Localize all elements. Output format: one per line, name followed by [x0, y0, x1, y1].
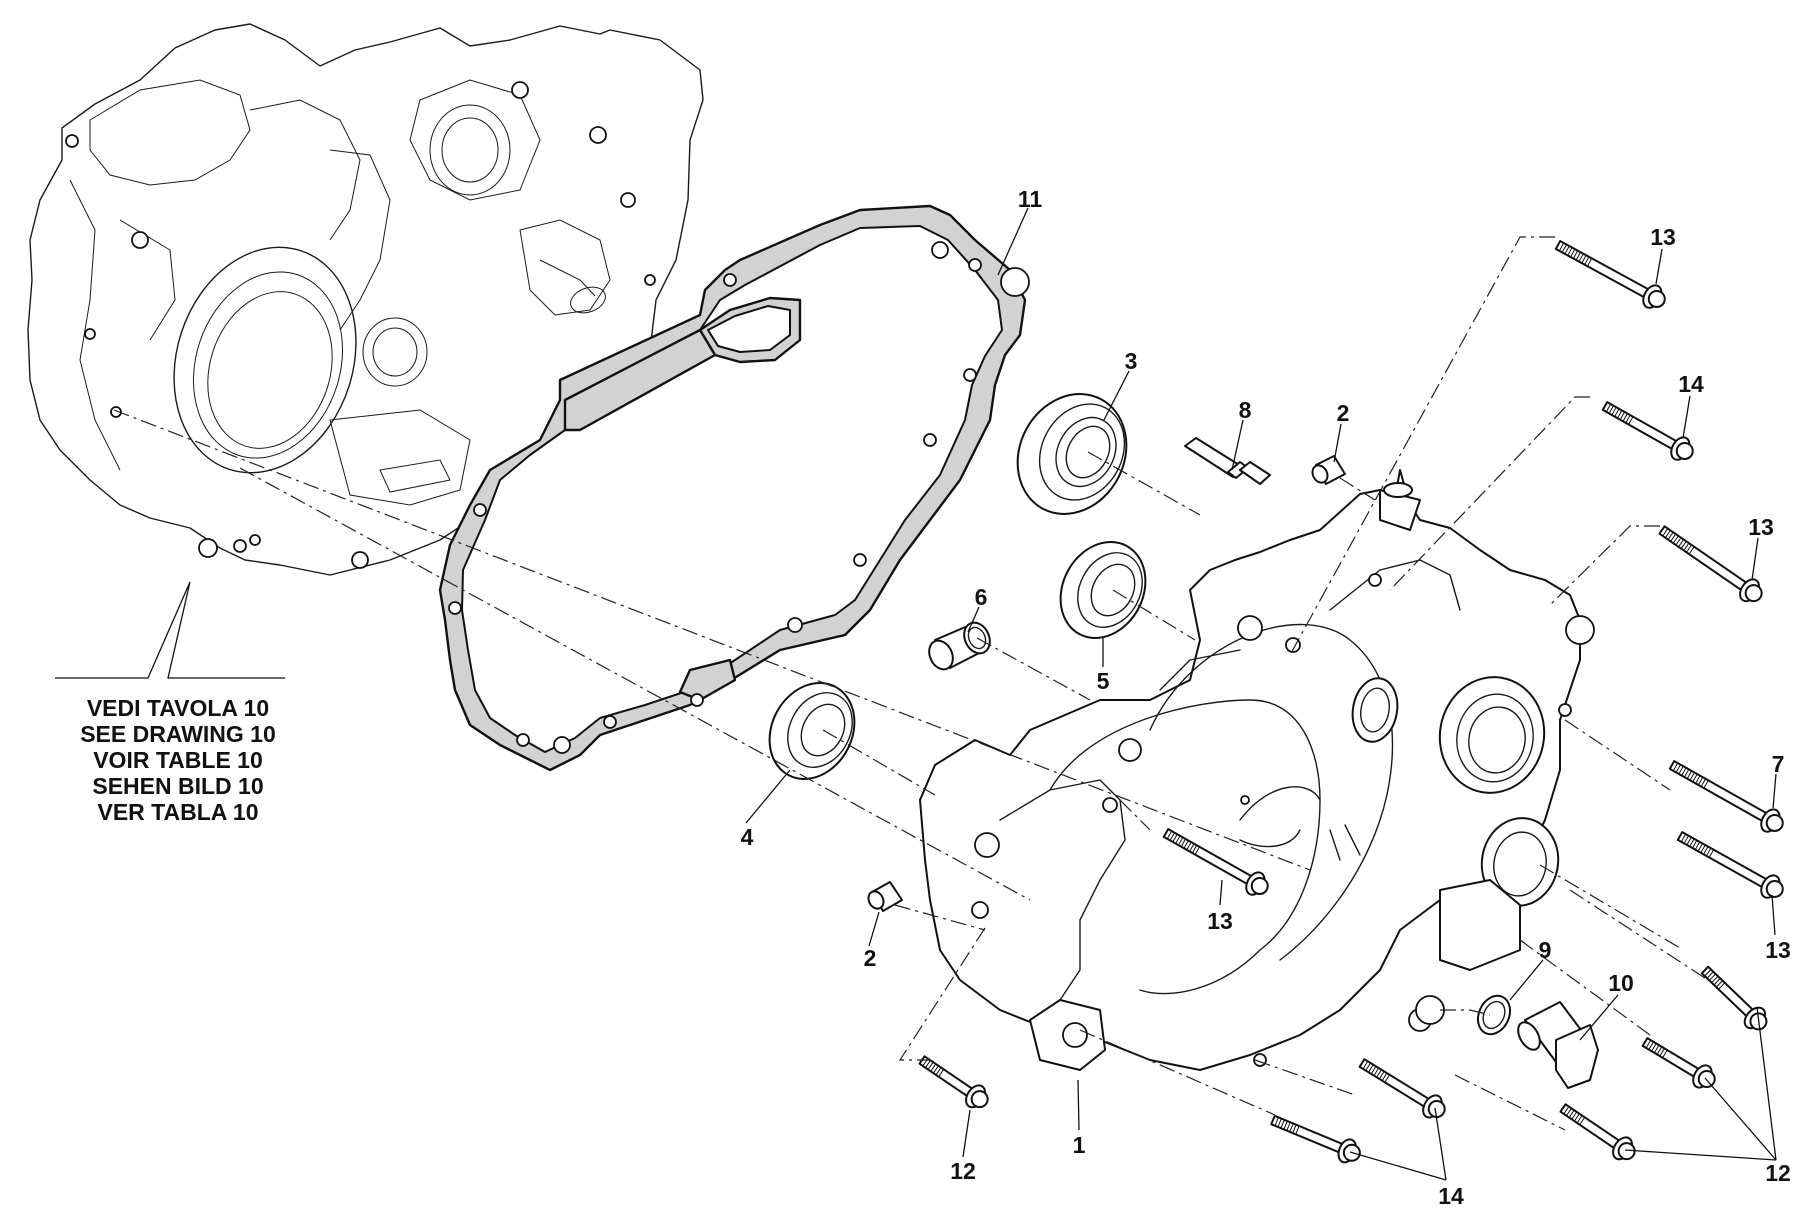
callout-7: 7 — [1772, 751, 1785, 777]
callout-4: 4 — [741, 824, 754, 850]
stud-8 — [1184, 437, 1271, 485]
callout-6: 6 — [975, 584, 988, 610]
bolt-13-right — [1658, 525, 1763, 603]
note-line-1: VEDI TAVOLA 10 — [87, 695, 269, 721]
ball-bearing-3 — [1016, 393, 1128, 515]
bolt-12-right-mid — [1641, 1037, 1716, 1089]
left-crankcase-half — [27, 23, 704, 576]
dowel-pin-2-bottom — [867, 881, 903, 912]
bolt-13-top — [1554, 240, 1666, 309]
callout-2-top: 2 — [1337, 400, 1350, 426]
dowel-pin-2-top — [1311, 455, 1346, 485]
bolt-14-top — [1601, 401, 1694, 461]
bolt-12-left — [918, 1055, 989, 1109]
crankcase-gasket — [438, 204, 1030, 772]
ball-bearing-5 — [1059, 541, 1147, 639]
callout-14-bottom: 14 — [1438, 1183, 1464, 1208]
callout-12-left: 12 — [950, 1158, 976, 1184]
bolt-13-middle — [1162, 828, 1269, 896]
bolt-group — [918, 240, 1784, 1164]
note-line-5: VER TABLA 10 — [97, 799, 258, 825]
callout-8: 8 — [1239, 397, 1252, 423]
callout-2-bottom: 2 — [864, 945, 877, 971]
callout-13-right: 13 — [1748, 514, 1774, 540]
callout-13-top: 13 — [1650, 224, 1676, 250]
callout-10: 10 — [1608, 970, 1634, 996]
bolt-13-lower — [1676, 831, 1784, 899]
needle-bearing-6 — [928, 621, 991, 671]
bolt-14-bottom-upper — [1358, 1058, 1446, 1119]
callout-5: 5 — [1097, 668, 1110, 694]
note-line-2: SEE DRAWING 10 — [80, 721, 276, 747]
callout-13-lower: 13 — [1765, 937, 1791, 963]
bolt-12-right-bottom — [1559, 1103, 1636, 1161]
callout-9: 9 — [1539, 937, 1552, 963]
callout-11: 11 — [1018, 186, 1043, 212]
callout-3: 3 — [1125, 348, 1138, 374]
bolt-14-bottom-lower — [1270, 1114, 1361, 1164]
note-line-4: SEHEN BILD 10 — [92, 773, 263, 799]
crankcase-half-right — [919, 469, 1595, 1071]
assembly-centerlines — [113, 236, 1709, 1131]
callout-14-top: 14 — [1678, 371, 1704, 397]
callout-12-right: 12 — [1765, 1160, 1791, 1186]
bolt-12-right-top — [1700, 965, 1768, 1031]
sealing-washer-9 — [1476, 994, 1512, 1036]
callout-labels: 11 13 14 3 8 2 13 6 5 7 4 13 2 13 9 10 1… — [741, 186, 1791, 1208]
callout-13-middle: 13 — [1207, 908, 1233, 934]
reference-note: VEDI TAVOLA 10 SEE DRAWING 10 VOIR TABLE… — [55, 581, 285, 825]
bolt-7 — [1668, 760, 1784, 833]
drain-plug-10 — [1517, 1001, 1599, 1089]
ball-bearing-4 — [768, 682, 856, 780]
leader-lines — [745, 207, 1777, 1181]
note-line-3: VOIR TABLE 10 — [93, 747, 263, 773]
callout-1: 1 — [1073, 1132, 1086, 1158]
